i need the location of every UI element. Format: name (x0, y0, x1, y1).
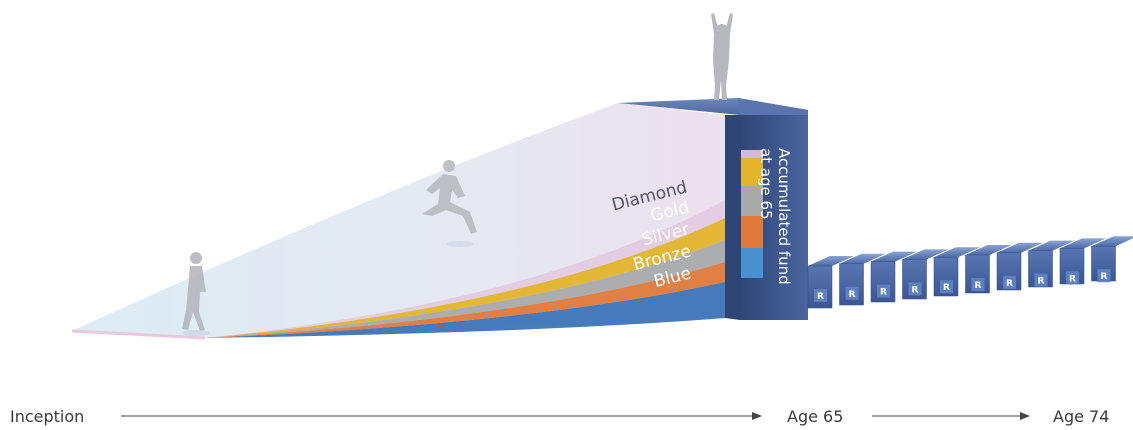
payout-bar: R (807, 256, 854, 309)
ramp-base-edge (71, 329, 206, 340)
payout-label: R (1006, 279, 1013, 289)
running-person-icon (422, 160, 477, 234)
payout-bar: R (902, 249, 949, 300)
tier-band-blue (205, 282, 725, 338)
payout-bar: R (965, 245, 1012, 294)
timeline-age65-label: Age 65 (787, 407, 843, 426)
tier-band-bronze (205, 262, 725, 338)
payout-bar: R (933, 247, 980, 297)
payout-bar: R (839, 253, 886, 306)
payout-bar: R (1028, 240, 1075, 288)
payout-label: R (943, 283, 950, 293)
payout-label: R (912, 285, 919, 295)
accumulated-fund-block: Accumulated fund at age 65 (618, 98, 808, 320)
payout-label: R (1101, 272, 1108, 282)
payout-bar: R (996, 242, 1043, 291)
payout-label: R (849, 290, 856, 300)
payout-bar: R (1091, 236, 1133, 283)
timeline-arrowhead-2 (1020, 412, 1030, 420)
payout-label: R (1038, 277, 1045, 287)
payout-bar: R (1059, 238, 1106, 285)
running-person-shadow (446, 241, 474, 247)
timeline: Inception Age 65 Age 74 (10, 407, 1109, 426)
payout-label: R (975, 281, 982, 291)
payout-bars: R R R R R R R R R R (807, 236, 1133, 309)
timeline-inception-label: Inception (10, 407, 84, 426)
walking-person-icon (182, 252, 206, 331)
payout-bar: R (870, 251, 917, 303)
walking-person-shadow (182, 330, 210, 336)
accumulated-fund-label: Accumulated fund at age 65 (757, 148, 793, 289)
payout-label: R (880, 288, 887, 298)
celebrating-person-icon (711, 13, 733, 100)
payout-label: R (1069, 274, 1076, 284)
tier-bands (205, 200, 725, 338)
timeline-age74-label: Age 74 (1053, 407, 1109, 426)
payout-label: R (817, 292, 824, 302)
timeline-arrowhead-1 (752, 412, 762, 420)
